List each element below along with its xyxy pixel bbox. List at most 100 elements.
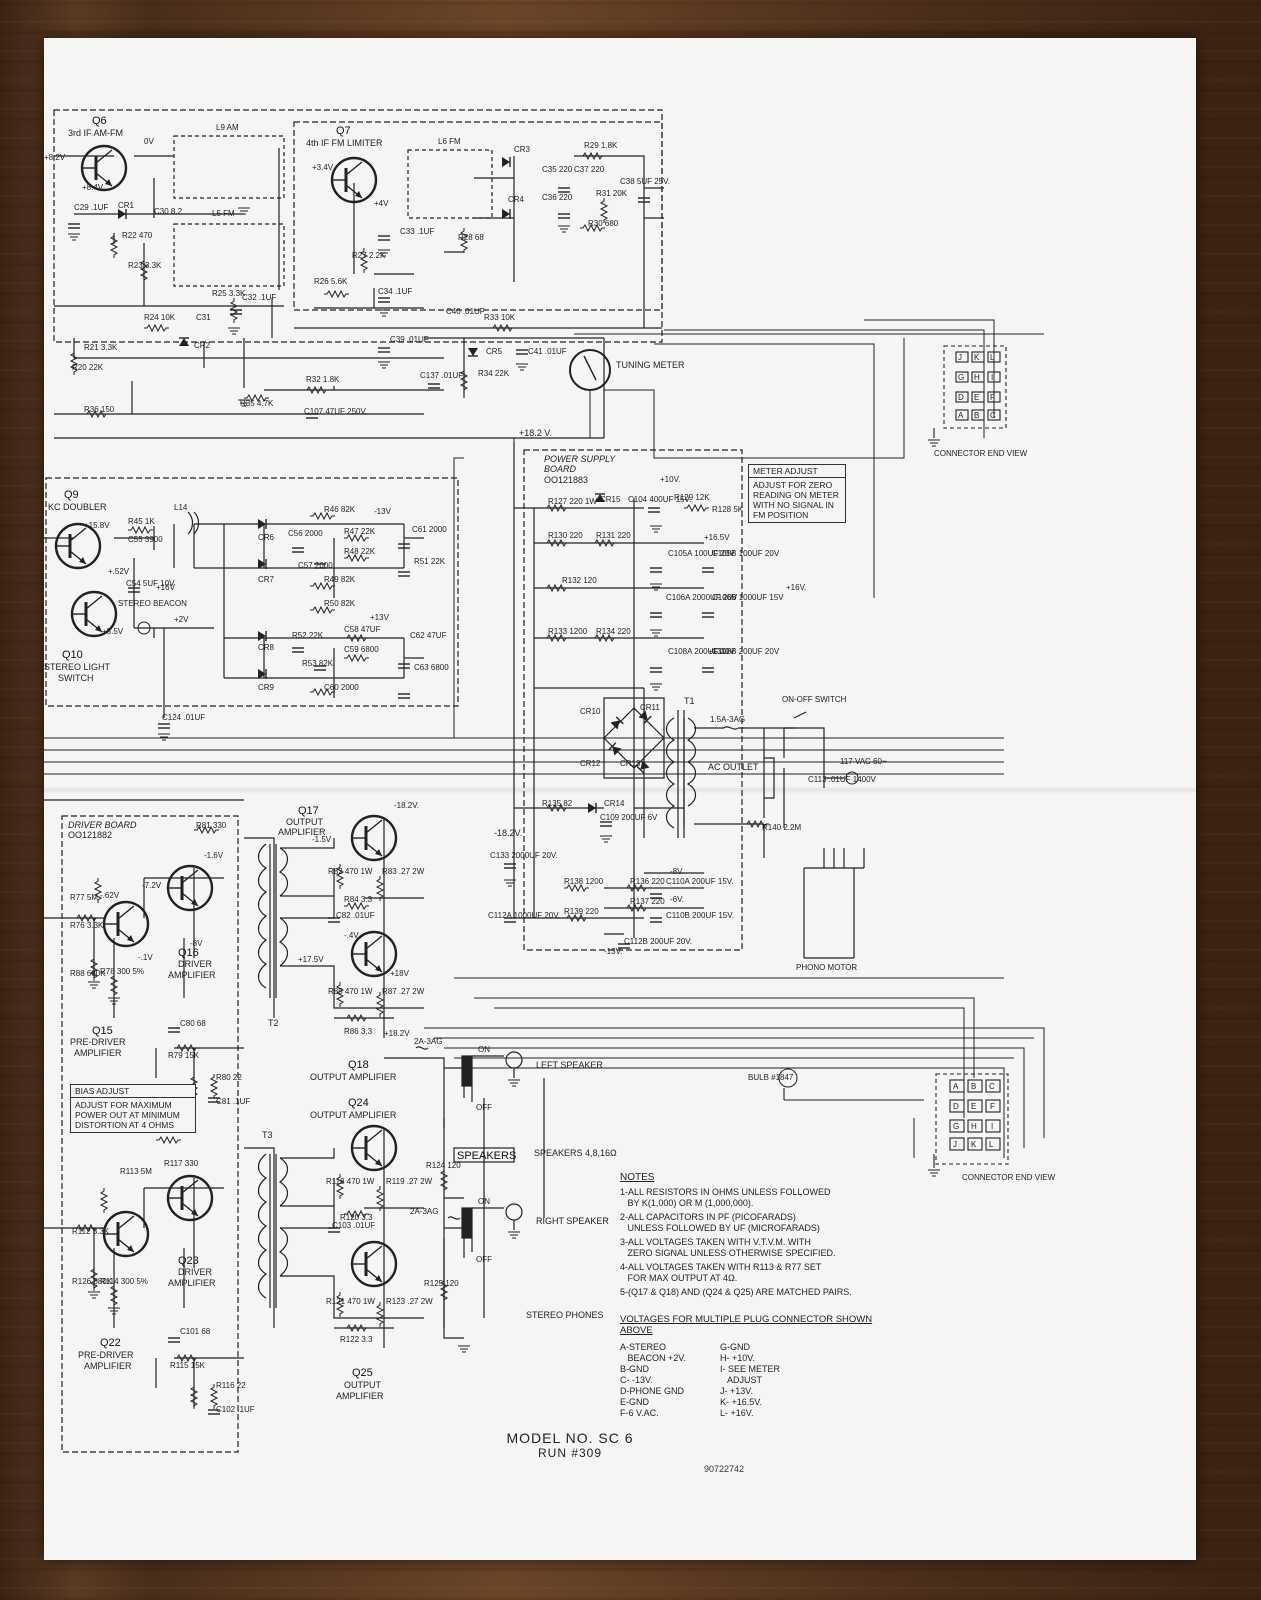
component-ref-label: R134 220	[596, 627, 631, 636]
component-ref-label: C60 2000	[324, 683, 359, 692]
component-ref-label: R34 22K	[478, 369, 510, 378]
component-ref-label: R120 3.3	[340, 1213, 373, 1222]
q16-label: Q16	[178, 947, 199, 959]
driver-board-outline	[61, 815, 239, 1453]
component-ref-label: C101 68	[180, 1327, 211, 1336]
voltage-label: +15.8V	[84, 521, 110, 530]
component-ref-label: R35 4.7K	[240, 399, 274, 408]
kc-transistors	[54, 522, 118, 638]
q17-desc: OUTPUT	[286, 817, 324, 827]
pin-a-cont: BEACON +2V.	[620, 1353, 686, 1363]
meter-adjust-callout: METER ADJUST ADJUST FOR ZERO READING ON …	[748, 464, 846, 523]
component-ref-label: C105A 100UF 20V	[668, 549, 735, 558]
component-ref-label: R133 1200	[548, 627, 588, 636]
note-1: 1-ALL RESISTORS IN OHMS UNLESS FOLLOWED …	[620, 1187, 831, 1208]
if-transistors	[80, 144, 378, 204]
right-speaker-label: RIGHT SPEAKER	[536, 1216, 609, 1226]
component-ref-label: C108B 200UF 20V	[712, 647, 780, 656]
voltage-label: +13V.	[708, 647, 728, 656]
q10-label: Q10	[62, 649, 83, 661]
component-ref-label: CR7	[258, 575, 275, 584]
plug-voltage-table: VOLTAGES FOR MULTIPLE PLUG CONNECTOR SHO…	[620, 1314, 880, 1419]
svg-text:G: G	[958, 373, 964, 382]
component-ref-label: R46 82K	[324, 505, 356, 514]
pin-h: H- +10V.	[720, 1353, 755, 1363]
svg-text:G: G	[953, 1122, 959, 1131]
component-ref-label: C56 2000	[288, 529, 323, 538]
right-on-label: ON	[478, 1197, 490, 1206]
component-ref-label: R116 22	[216, 1381, 246, 1390]
component-ref-label: R23 3.3K	[128, 261, 162, 270]
stereo-beacon-label: STEREO BEACON	[118, 599, 187, 608]
component-ref-label: CR6	[258, 533, 275, 542]
q23-desc2: AMPLIFIER	[168, 1278, 216, 1288]
svg-text:K: K	[974, 353, 980, 362]
mains-plug	[845, 771, 859, 785]
component-ref-label: R128 5K	[712, 505, 744, 514]
component-ref-label: R47 22K	[344, 527, 376, 536]
driver-section	[44, 799, 275, 1453]
bias-adjust-callout: BIAS ADJUST ADJUST FOR MAXIMUM POWER OUT…	[70, 1084, 196, 1133]
component-ref-label: R77 5M	[70, 893, 98, 902]
note-5: 5-(Q17 & Q18) AND (Q24 & Q25) ARE MATCHE…	[620, 1287, 852, 1297]
component-ref-label: R139 220	[564, 907, 599, 916]
q22-label: Q22	[100, 1337, 121, 1349]
component-ref-label: C106B 1000UF 15V	[712, 593, 784, 602]
component-ref-label: C81 .1UF	[216, 1097, 250, 1106]
component-ref-label: R123 .27 2W	[386, 1297, 433, 1306]
component-ref-label: C29 .1UF	[74, 203, 108, 212]
on-off-switch-label: ON-OFF SWITCH	[782, 695, 847, 704]
voltage-label: -1.5V	[312, 835, 332, 844]
paper-fold	[44, 786, 1196, 794]
svg-text:H: H	[974, 373, 980, 382]
component-ref-label: R50 82K	[324, 599, 356, 608]
component-ref-label: R127 220 1W	[548, 497, 597, 506]
run-number: RUN #309	[537, 1446, 603, 1460]
component-ref-label: C31	[196, 313, 211, 322]
component-ref-label: C80 68	[180, 1019, 206, 1028]
speakers-box-label: SPEAKERS	[457, 1150, 516, 1162]
component-ref-label: C62 47UF	[410, 631, 447, 640]
q24-desc: OUTPUT AMPLIFIER	[310, 1110, 397, 1120]
svg-text:D: D	[958, 393, 964, 402]
plug-voltage-col1: A-STEREO BEACON +2V. B-GND C- -13V. D-PH…	[620, 1342, 720, 1419]
bulb-label: BULB #1847	[748, 1073, 794, 1082]
component-ref-label: L14	[174, 503, 188, 512]
mains-section	[665, 710, 865, 959]
component-ref-label: L5 FM	[212, 209, 235, 218]
pin-e: E-GND	[620, 1397, 649, 1407]
rail-plus-18-label: +18.2 V.	[519, 428, 552, 438]
svg-text:E: E	[974, 393, 979, 402]
component-ref-label: C36 220	[542, 193, 573, 202]
component-ref-label: R124 120	[426, 1161, 461, 1170]
component-ref-label: C112A 1000UF 20V.	[488, 911, 560, 920]
voltage-label: +13V	[370, 613, 390, 622]
q10-desc: STEREO LIGHT	[44, 662, 111, 672]
connector-upper	[933, 345, 1007, 438]
power-supply-outline	[523, 449, 743, 951]
notes-block: NOTES 1-ALL RESISTORS IN OHMS UNLESS FOL…	[620, 1172, 890, 1301]
voltage-label: +18.2V	[384, 1029, 410, 1038]
bus-wiring	[44, 319, 1045, 1158]
speaker-switches	[461, 1051, 545, 1252]
pin-l: L- +16V.	[720, 1408, 754, 1418]
voltage-labels: 0V+8.4V+8.2V+3.4V+4V+15.8V+.52V+16V+8.5V…	[44, 137, 806, 1038]
component-ref-label: R115 15K	[170, 1361, 206, 1370]
component-ref-label: R48 22K	[344, 547, 376, 556]
voltage-label: -18.2V.	[394, 801, 419, 810]
pin-b: B-GND	[620, 1364, 649, 1374]
voltage-label: +10V.	[660, 475, 680, 484]
voltage-label: -7.2V	[142, 881, 162, 890]
component-ref-label: C104 400UF 15V.	[628, 495, 691, 504]
component-ref-label: C32 .1UF	[242, 293, 276, 302]
component-ref-label: CR14	[604, 799, 625, 808]
component-ref-label: CR15	[600, 495, 621, 504]
component-ref-label: L9 AM	[216, 123, 239, 132]
q25-label: Q25	[352, 1367, 373, 1379]
ps-board-title: POWER SUPPLY	[544, 454, 616, 464]
component-ref-label: CR5	[486, 347, 503, 356]
voltage-label: +16V.	[786, 583, 806, 592]
